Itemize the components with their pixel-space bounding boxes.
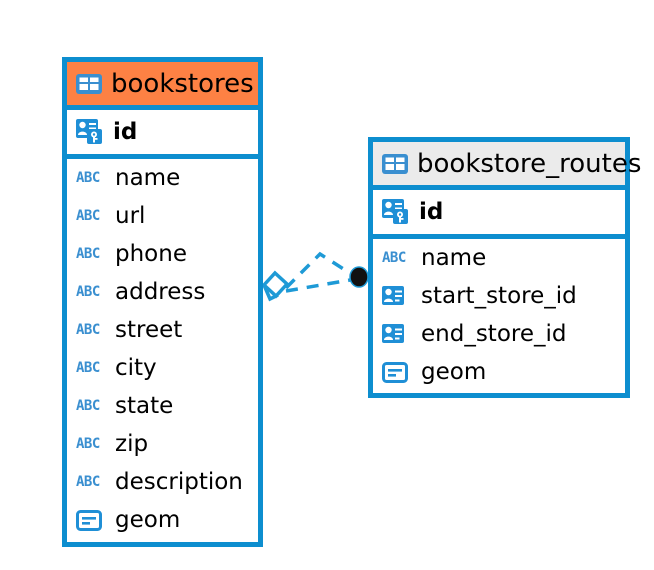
- table-icon: [382, 153, 408, 174]
- field-label: name: [115, 164, 181, 191]
- primary-key-icon: [76, 119, 104, 145]
- field-label: state: [115, 392, 174, 419]
- field-label: phone: [115, 240, 187, 267]
- field-label: end_store_id: [421, 320, 567, 347]
- field-label: zip: [115, 430, 149, 457]
- field-row-address[interactable]: ABC address: [67, 273, 258, 311]
- entity-title: bookstores: [111, 68, 254, 99]
- field-row-start-store-id[interactable]: start_store_id: [373, 277, 625, 315]
- abc-text-icon: ABC: [76, 398, 100, 414]
- entity-bookstores[interactable]: bookstores: [62, 57, 263, 547]
- field-row-state[interactable]: ABC state: [67, 387, 258, 425]
- abc-text-icon: ABC: [76, 208, 100, 224]
- field-label: name: [421, 244, 487, 271]
- abc-text-icon: ABC: [76, 322, 100, 338]
- entity-header-bookstores[interactable]: bookstores: [67, 62, 258, 110]
- field-row-city[interactable]: ABC city: [67, 349, 258, 387]
- abc-text-icon: ABC: [76, 360, 100, 376]
- foreign-key-icon: [382, 324, 412, 344]
- field-label: description: [115, 468, 243, 495]
- table-icon: [76, 73, 102, 94]
- field-label: id: [419, 198, 444, 225]
- primary-key-section: id: [373, 190, 625, 239]
- field-row-name[interactable]: ABC name: [67, 159, 258, 197]
- field-label: geom: [115, 506, 181, 533]
- field-row-street[interactable]: ABC street: [67, 311, 258, 349]
- field-row-url[interactable]: ABC url: [67, 197, 258, 235]
- abc-text-icon: ABC: [382, 250, 406, 266]
- abc-text-icon: ABC: [76, 170, 100, 186]
- field-row-geom[interactable]: geom: [373, 353, 625, 391]
- field-row-description[interactable]: ABC description: [67, 463, 258, 501]
- field-list-bookstore-routes: ABC name start_store_id: [373, 239, 625, 391]
- field-label: city: [115, 354, 157, 381]
- field-label: geom: [421, 358, 487, 385]
- field-row-zip[interactable]: ABC zip: [67, 425, 258, 463]
- abc-text-icon: ABC: [76, 436, 100, 452]
- abc-text-icon: ABC: [76, 474, 100, 490]
- field-label: url: [115, 202, 146, 229]
- field-row-phone[interactable]: ABC phone: [67, 235, 258, 273]
- field-list-bookstores: ABC name ABC url ABC phone ABC address A…: [67, 159, 258, 539]
- filled-circle-marker: [349, 266, 369, 288]
- entity-title: bookstore_routes: [417, 148, 642, 179]
- foreign-key-icon: [382, 286, 412, 306]
- entity-header-bookstore-routes[interactable]: bookstore_routes: [373, 142, 641, 190]
- geometry-icon: [382, 361, 412, 383]
- diamond-crowsfoot-marker: [261, 270, 290, 302]
- relationship-line-upper: [284, 251, 357, 290]
- field-row-end-store-id[interactable]: end_store_id: [373, 315, 625, 353]
- field-row-name[interactable]: ABC name: [373, 239, 625, 277]
- field-row-id[interactable]: id: [373, 190, 625, 234]
- field-label: street: [115, 316, 183, 343]
- primary-key-section: id: [67, 110, 258, 159]
- field-row-id[interactable]: id: [67, 110, 258, 154]
- abc-text-icon: ABC: [76, 284, 100, 300]
- field-label: address: [115, 278, 206, 305]
- entity-bookstore-routes[interactable]: bookstore_routes: [368, 137, 641, 398]
- primary-key-icon: [382, 199, 410, 225]
- abc-text-icon: ABC: [76, 246, 100, 262]
- field-label: start_store_id: [421, 282, 577, 309]
- relationship-line-lower: [285, 277, 357, 293]
- geometry-icon: [76, 509, 106, 531]
- field-row-geom[interactable]: geom: [67, 501, 258, 539]
- field-label: id: [113, 118, 138, 145]
